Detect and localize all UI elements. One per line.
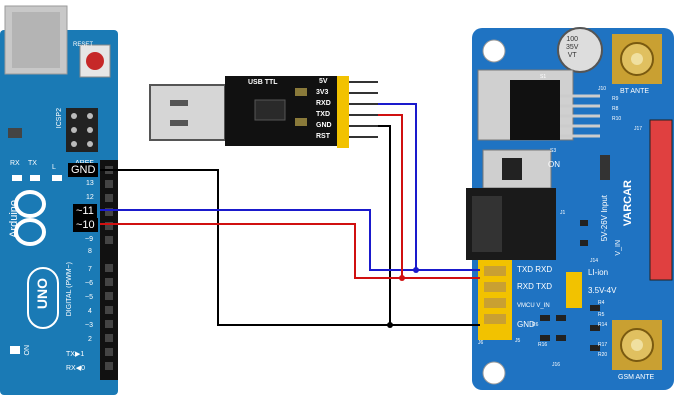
wire-red-usbttl	[378, 114, 403, 278]
arduino-model: UNO	[34, 278, 50, 310]
wire-red-arduino	[100, 223, 480, 279]
wire-gnd-arduino	[100, 169, 480, 326]
pin-10-label: ~10	[73, 218, 98, 232]
ref-r8: R8	[612, 106, 619, 112]
pin-9-label: ~9	[85, 236, 93, 243]
usb-pin-3v3: 3V3	[316, 89, 329, 96]
ref-j5: J5	[515, 338, 521, 344]
usb-pin-rst: RST	[316, 133, 330, 140]
usb-ttl-title: USB TTL	[248, 79, 278, 86]
module-label-rxd-txd: RXD TXD	[517, 282, 552, 291]
usb-pin-rxd: RXD	[316, 100, 331, 107]
wire-gnd-usbttl	[378, 125, 391, 325]
module-brand: VARCAR	[622, 180, 634, 227]
pin-2-label: 2	[88, 336, 92, 343]
usb-pin-gnd: GND	[316, 122, 332, 129]
pin-rx0-label: RX◀0	[66, 365, 86, 372]
ref-j17: J17	[634, 126, 643, 132]
gsm-module-board	[466, 27, 674, 390]
ref-j6: J6	[478, 340, 484, 346]
pin-5-label: ~5	[85, 294, 93, 301]
module-label-input: 5V-26V Input	[600, 195, 609, 242]
junction-red	[399, 275, 405, 281]
ref-r20: R20	[598, 352, 608, 358]
pin-gnd-label: GND	[68, 163, 99, 177]
wire-blue-usbttl	[378, 103, 417, 270]
ref-r9: R9	[612, 96, 619, 102]
pin-4-label: 4	[88, 308, 92, 315]
ref-j10: J10	[598, 86, 607, 92]
ref-j16: J16	[552, 362, 561, 368]
ref-s3: S3	[550, 148, 557, 154]
on-label: ON	[24, 345, 31, 356]
pin-11-label: ~11	[73, 204, 97, 218]
ref-j1: J1	[560, 210, 566, 216]
bt-ante-label: BT ANTE	[620, 88, 650, 95]
rx-led-label: RX	[10, 160, 20, 167]
junction-gnd	[387, 322, 393, 328]
ref-j14: J14	[590, 258, 599, 264]
ref-r14: R14	[598, 322, 608, 328]
usb-pin-txd: TXD	[316, 111, 330, 118]
usb-pin-5v: 5V	[319, 78, 328, 85]
ref-r5: R5	[598, 312, 605, 318]
module-label-vmcu: VMCU V_IN	[517, 303, 550, 309]
pin-3-label: ~3	[85, 322, 93, 329]
arduino-board	[0, 5, 118, 395]
module-label-vin: V_IN	[615, 240, 622, 256]
icsp-label: ICSP2	[56, 108, 63, 129]
pin-13-label: 13	[86, 180, 94, 187]
junction-blue	[413, 267, 419, 273]
ref-s1: S1	[540, 74, 547, 80]
pin-6-label: ~6	[85, 280, 93, 287]
digital-label: DIGITAL (PWM~)	[66, 262, 73, 317]
module-label-li-ion: LI-ion	[588, 268, 609, 277]
pin-8-label: 8	[88, 248, 92, 255]
usb-ttl-adapter	[149, 76, 378, 148]
ref-r16: R16	[538, 342, 548, 348]
capacitor-label: 100 35V VT	[566, 36, 579, 59]
arduino-logo-icon	[14, 190, 46, 246]
module-label-gnd: GND	[517, 320, 535, 329]
ref-r10: R10	[612, 116, 622, 122]
gsm-ante-label: GSM ANTE	[618, 374, 655, 381]
module-label-on: ON	[548, 160, 560, 169]
pin-12-label: 12	[86, 194, 94, 201]
reset-label: RESET	[73, 42, 94, 48]
ref-r4: R4	[598, 300, 605, 306]
reset-button-icon	[86, 52, 104, 70]
module-label-txd-rxd: TXD RXD	[517, 265, 553, 274]
pin-7-label: 7	[88, 266, 92, 273]
ref-r17: R17	[598, 342, 608, 348]
l-led-label: L	[52, 164, 56, 171]
ref-r6: R6	[532, 322, 539, 328]
wire-blue-arduino	[100, 209, 480, 271]
tx-led-label: TX	[28, 160, 37, 167]
arduino-brand: Arduino	[8, 200, 20, 238]
module-label-voltage: 3.5V-4V	[588, 286, 617, 295]
pin-tx1-label: TX▶1	[66, 351, 85, 358]
